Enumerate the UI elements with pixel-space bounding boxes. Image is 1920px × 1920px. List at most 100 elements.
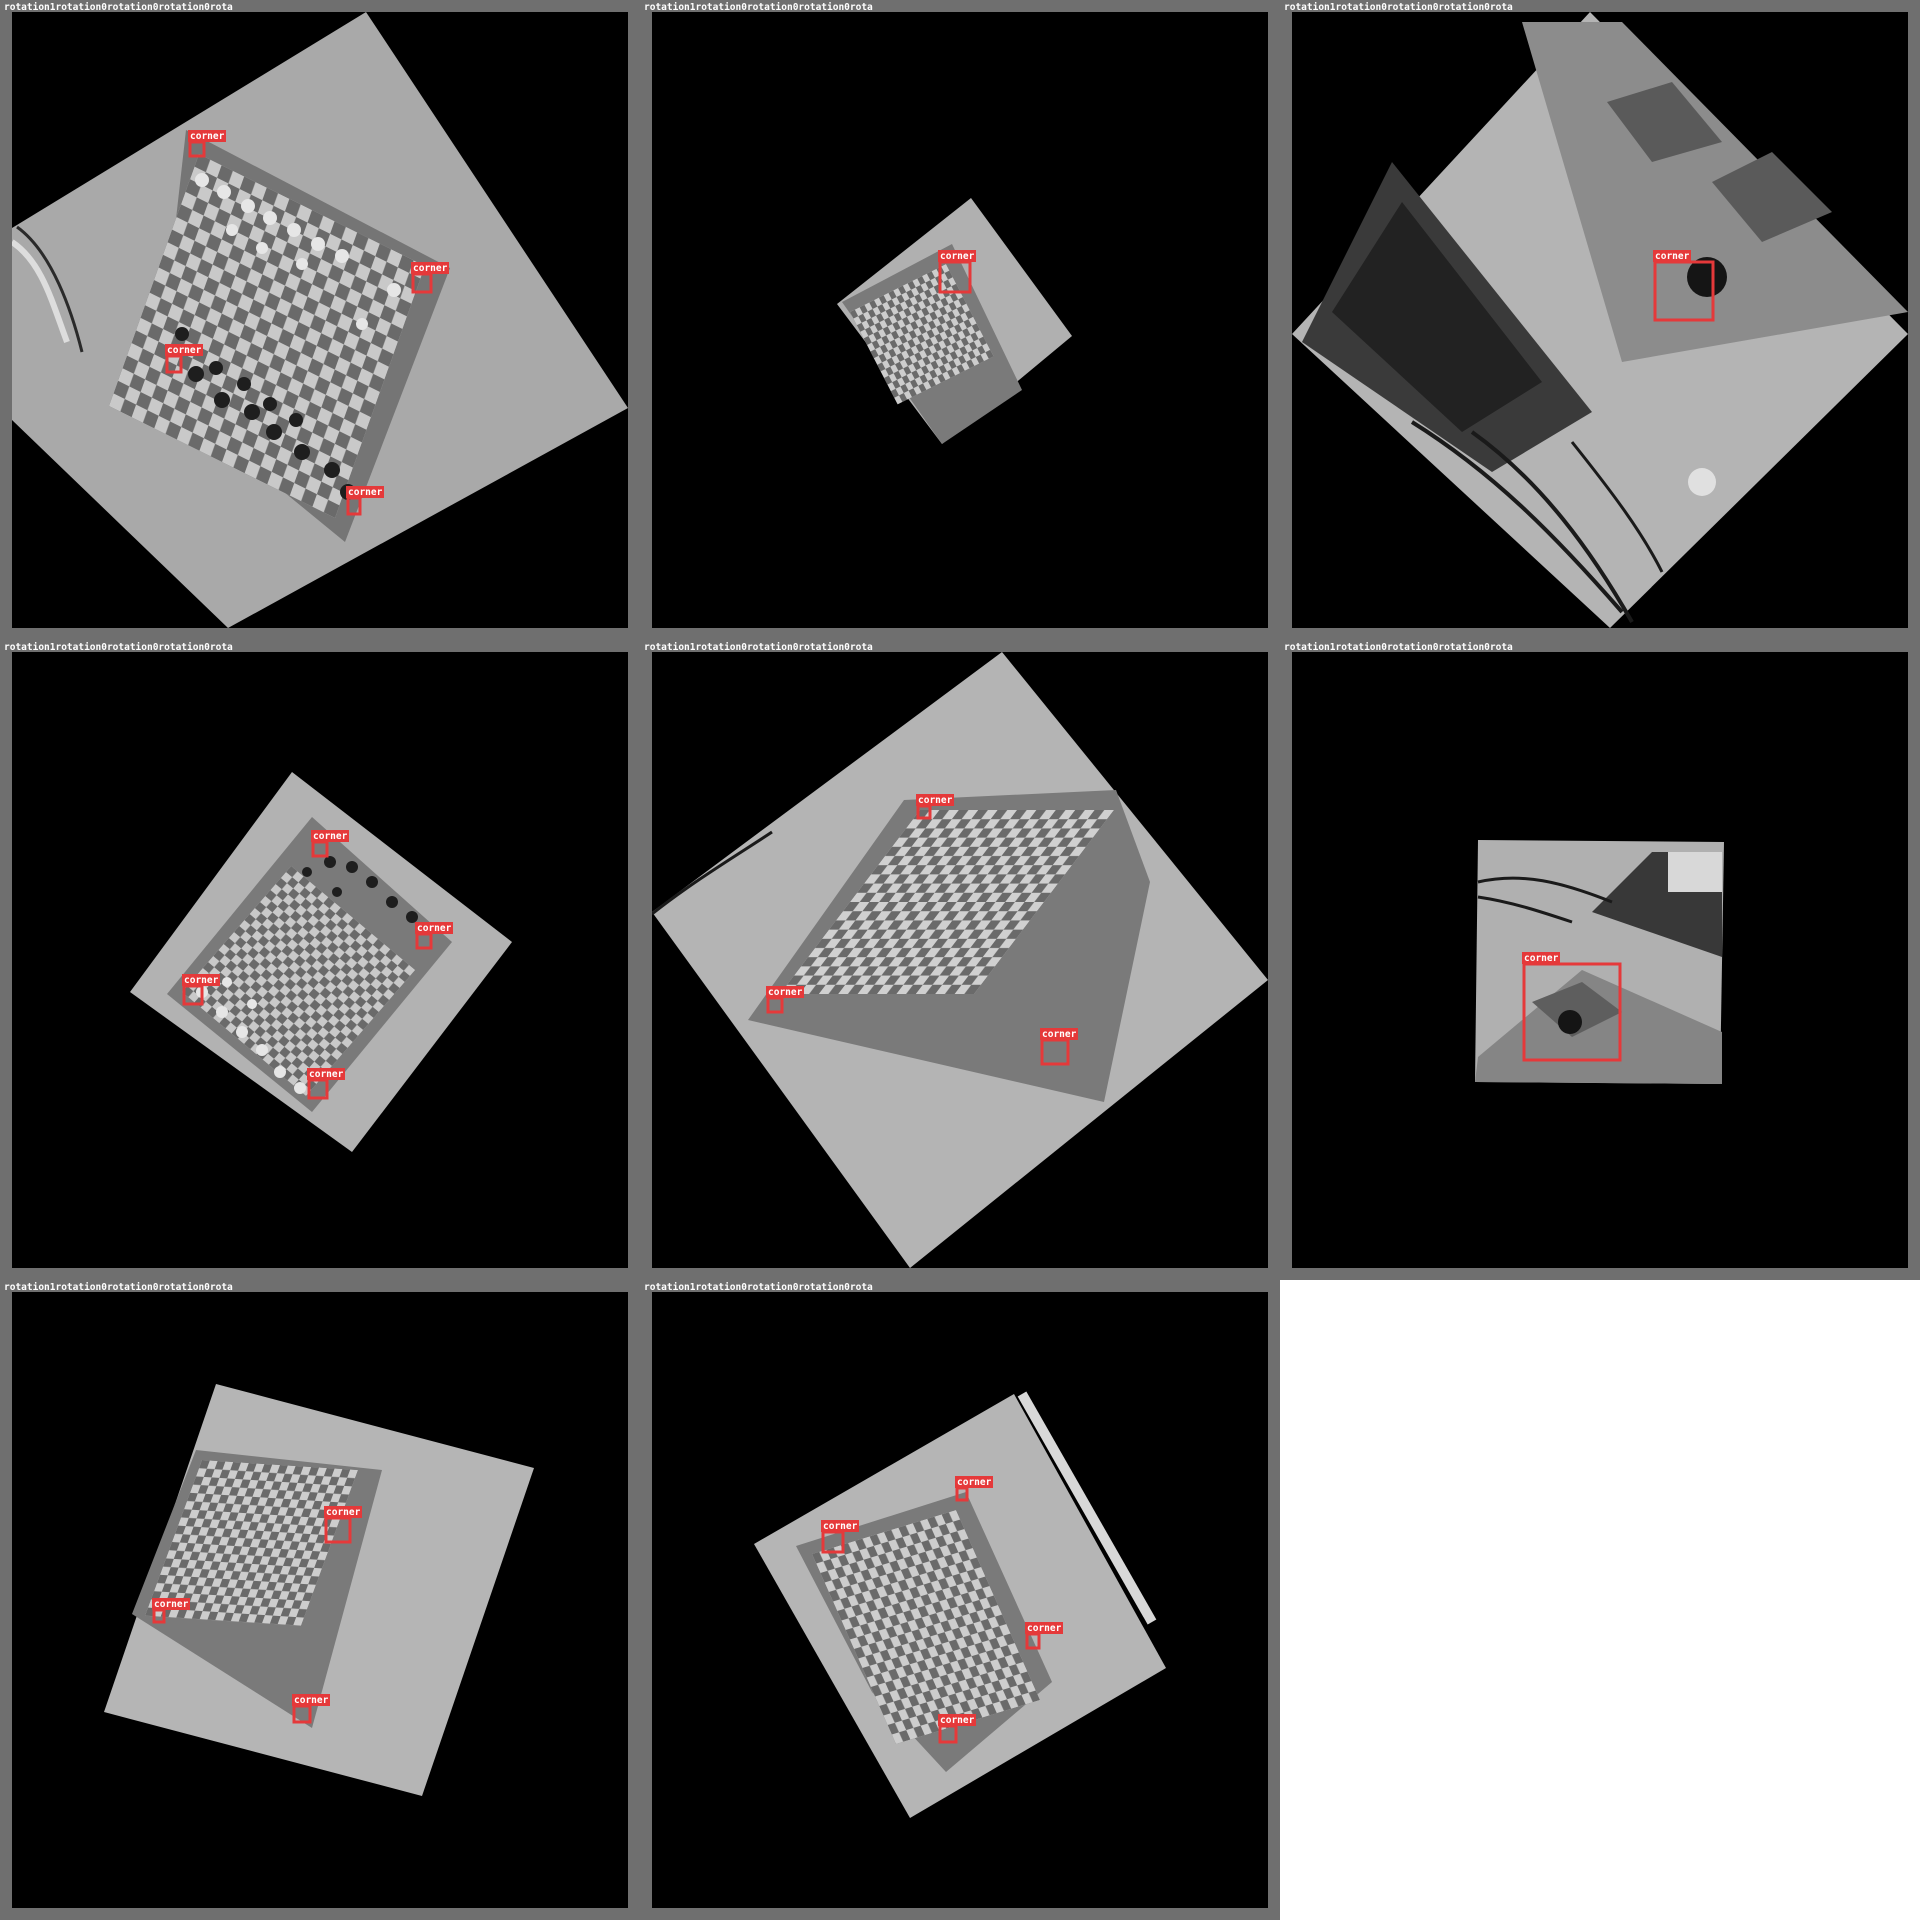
chess-board — [812, 1510, 1040, 1745]
corner-detection: corner — [188, 130, 226, 158]
image-tile: rotation1rotation0rotation0rotation0rota… — [1280, 640, 1920, 1280]
svg-text:corner: corner — [326, 1507, 361, 1518]
chess-piece-black — [1687, 257, 1727, 297]
chess-board — [144, 1460, 358, 1626]
svg-text:corner: corner — [417, 923, 452, 934]
image-frame: corner — [1292, 12, 1908, 628]
svg-text:corner: corner — [1042, 1029, 1077, 1040]
corner-detection: corner — [311, 830, 349, 858]
laptop-keyboard — [1332, 202, 1542, 432]
image-scene: corner — [1475, 840, 1724, 1084]
svg-text:corner: corner — [940, 1715, 975, 1726]
svg-text:corner: corner — [167, 345, 202, 356]
image-tile: rotation1rotation0rotation0rotation0rota — [0, 0, 640, 640]
corner-detection: corner — [1040, 1028, 1078, 1066]
corner-detection: corner — [938, 1714, 976, 1744]
svg-text:corner: corner — [823, 1521, 858, 1532]
image-tile: rotation1rotation0rotation0rotation0rota… — [640, 0, 1280, 640]
corner-detection: corner — [346, 486, 384, 516]
image-scene: corner corner corner — [104, 1384, 534, 1796]
corner-detection: corner — [766, 986, 804, 1014]
corner-detection: corner — [1653, 250, 1715, 322]
cable — [16, 225, 84, 353]
laptop-screen — [1668, 852, 1722, 892]
svg-text:corner: corner — [309, 1069, 344, 1080]
svg-text:corner: corner — [313, 831, 348, 842]
corner-detection: corner — [821, 1520, 859, 1554]
cable — [1477, 876, 1613, 904]
image-scene: corner corner corner corner — [754, 1391, 1166, 1818]
svg-text:corner: corner — [154, 1599, 189, 1610]
corner-detection: corner — [1522, 952, 1622, 1062]
chess-board — [182, 865, 416, 1096]
svg-text:corner: corner — [1027, 1623, 1062, 1634]
corner-detection: corner — [916, 794, 954, 820]
corner-detection: corner — [1025, 1622, 1063, 1650]
corner-detection: corner — [411, 262, 449, 294]
chess-board — [850, 263, 994, 405]
svg-text:corner: corner — [1655, 251, 1690, 262]
corner-detection: corner — [415, 922, 453, 950]
chess-piece-black — [1558, 1010, 1582, 1034]
corner-detection: corner — [152, 1598, 190, 1624]
image-frame: corner corner corner — [652, 652, 1268, 1268]
svg-text:corner: corner — [940, 251, 975, 262]
chess-square-dark — [1532, 982, 1622, 1037]
tile-caption: rotation1rotation0rotation0rotation0rota — [4, 1282, 233, 1293]
image-tile: rotation1rotation0rotation0rotation0rota — [0, 640, 640, 1280]
corner-detection: corner — [955, 1476, 993, 1502]
chess-pieces-white — [195, 173, 401, 330]
tile-caption: rotation1rotation0rotation0rotation0rota — [644, 642, 873, 653]
image-scene: corner corner corner — [652, 652, 1268, 1268]
image-frame: corner corner corner corner — [12, 652, 628, 1268]
chess-board-corner — [1475, 970, 1722, 1084]
cable — [12, 239, 70, 344]
svg-text:corner: corner — [348, 487, 383, 498]
chess-piece-white — [1688, 468, 1716, 496]
corner-detection: corner — [307, 1068, 345, 1100]
tile-caption: rotation1rotation0rotation0rotation0rota — [1284, 642, 1513, 653]
image-scene: corner — [1292, 12, 1908, 628]
svg-text:corner: corner — [957, 1477, 992, 1488]
tile-caption: rotation1rotation0rotation0rotation0rota — [644, 2, 873, 13]
corner-detection: corner — [938, 250, 976, 294]
image-frame: corner corner corner corner — [652, 1292, 1268, 1908]
svg-text:corner: corner — [1524, 953, 1559, 964]
cable — [1570, 441, 1664, 573]
chess-square-dark — [1607, 82, 1722, 162]
image-tile: rotation1rotation0rotation0rotation0rota… — [0, 1280, 640, 1920]
corner-detection: corner — [182, 974, 220, 1006]
svg-text:corner: corner — [190, 131, 225, 142]
image-scene: corner — [837, 198, 1072, 444]
photo-region — [1292, 12, 1908, 628]
cable — [1470, 430, 1634, 623]
tile-caption: rotation1rotation0rotation0rotation0rota — [4, 642, 233, 653]
image-frame: corner corner corner — [12, 1292, 628, 1908]
image-scene: corner corner corner corner — [130, 772, 512, 1152]
svg-text:corner: corner — [918, 795, 953, 806]
corner-detection: corner — [165, 344, 203, 374]
svg-text:corner: corner — [184, 975, 219, 986]
corner-detection: corner — [324, 1506, 362, 1544]
cable — [1477, 895, 1573, 924]
image-tile: rotation1rotation0rotation0rotation0rota… — [1280, 0, 1920, 640]
chess-pieces-white — [196, 977, 306, 1094]
chess-board — [780, 810, 1115, 995]
cable — [1410, 420, 1624, 614]
tile-caption: rotation1rotation0rotation0rotation0rota — [4, 2, 233, 13]
svg-text:corner: corner — [294, 1695, 329, 1706]
svg-text:corner: corner — [768, 987, 803, 998]
chess-square-dark — [1712, 152, 1832, 242]
table-edge — [1017, 1391, 1157, 1625]
image-scene: corner corner corner corner — [12, 12, 628, 628]
image-frame: corner — [652, 12, 1268, 628]
image-frame: corner corner corner corner — [12, 12, 628, 628]
corner-detection: corner — [292, 1694, 330, 1724]
image-tile: rotation1rotation0rotation0rotation0rota… — [640, 640, 1280, 1280]
chess-board — [108, 154, 425, 518]
svg-text:corner: corner — [413, 263, 448, 274]
cable — [652, 830, 773, 916]
tile-caption: rotation1rotation0rotation0rotation0rota — [644, 1282, 873, 1293]
image-tile: rotation1rotation0rotation0rotation0rota… — [640, 1280, 1280, 1920]
tile-caption: rotation1rotation0rotation0rotation0rota — [1284, 2, 1513, 13]
